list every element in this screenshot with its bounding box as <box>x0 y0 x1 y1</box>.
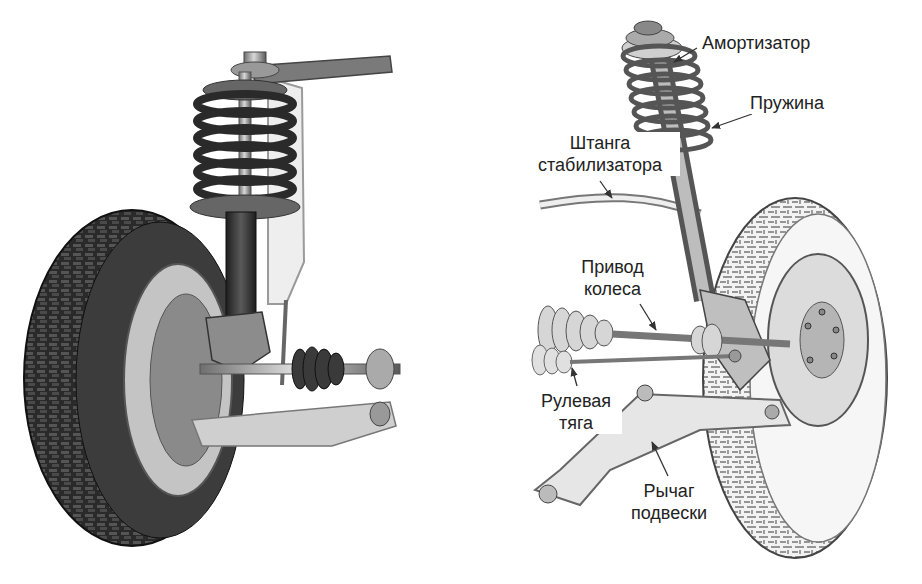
part-label: Пружина <box>748 92 826 114</box>
part-label: Рулевая тяга <box>530 390 622 434</box>
part-label: Рычаг подвески <box>620 480 718 524</box>
part-label: Привод колеса <box>565 256 660 300</box>
right-suspension <box>532 21 887 558</box>
part-label: Амортизатор <box>700 32 812 54</box>
left-suspension <box>24 52 400 546</box>
part-label: Штанга стабилизатора <box>520 132 680 176</box>
